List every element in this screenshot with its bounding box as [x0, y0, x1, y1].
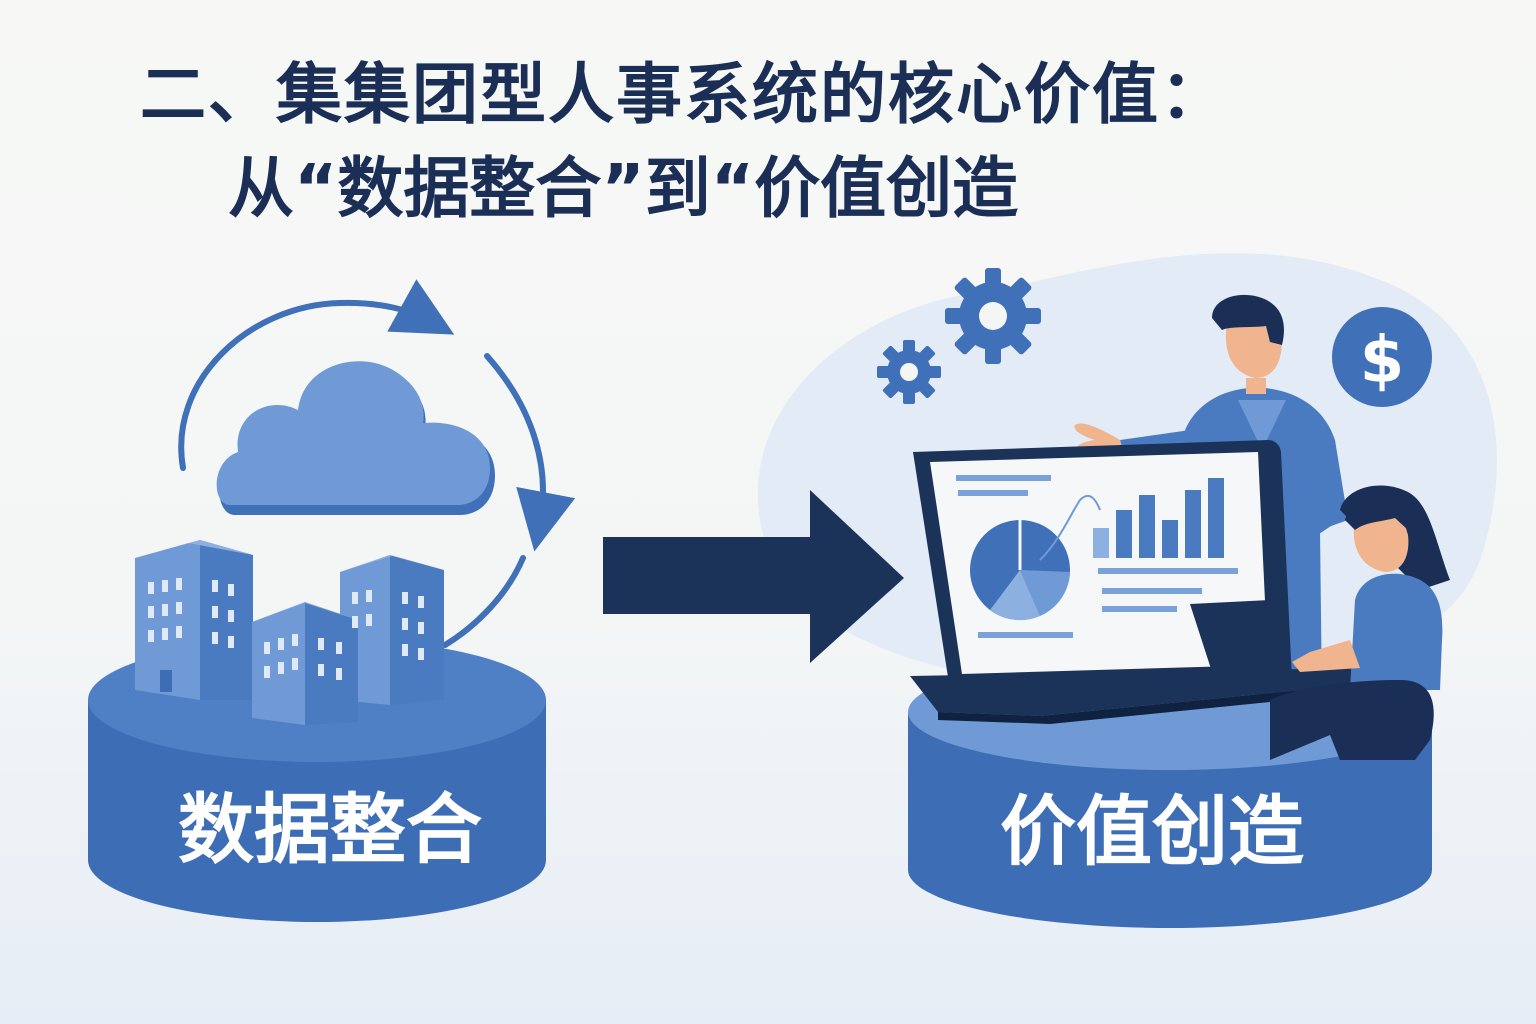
- dashboard-text-bar: [978, 632, 1073, 638]
- title-line-2: 从“数据整合”到“价值创造: [228, 150, 1019, 227]
- dashboard-text-bar: [958, 490, 1028, 496]
- laptop-dashboard-icon: [910, 440, 1370, 724]
- buildings-icon: [135, 540, 444, 725]
- dashboard-text-bar: [1102, 588, 1202, 594]
- dashboard-text-bar: [1102, 606, 1177, 612]
- dashboard-trend-line: [1039, 494, 1101, 561]
- title-line-1: 二、集集团型人事系统的核心价值：: [140, 56, 1228, 133]
- dollar-coin-icon: $: [1332, 307, 1432, 407]
- gear-icon: [877, 268, 1041, 404]
- right-arrow-icon: [603, 490, 904, 663]
- dashboard-bar-chart: [1093, 478, 1224, 558]
- svg-text:$: $: [1360, 324, 1405, 398]
- dashboard-pie-chart: [970, 520, 1070, 621]
- left-stage-label: 数据整合: [178, 785, 482, 874]
- sync-arrows-icon: [178, 279, 576, 648]
- right-stage-label: 价值创造: [1000, 787, 1304, 876]
- seated-woman-icon: [1190, 485, 1450, 760]
- dashboard-text-bar: [1098, 568, 1238, 574]
- dashboard-text-bar: [956, 475, 1051, 481]
- cloud-icon: [216, 361, 495, 515]
